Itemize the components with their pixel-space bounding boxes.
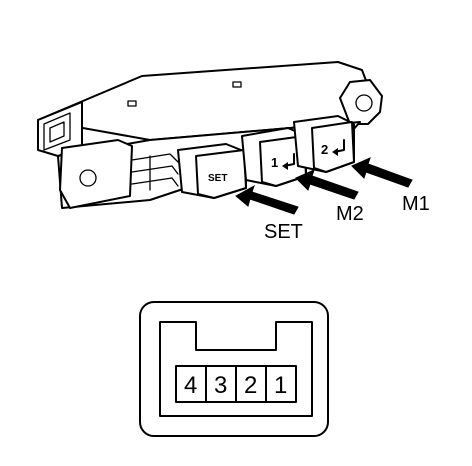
pin-label-2: 2 [244, 372, 257, 399]
connector-pin-row: 4 3 2 1 [175, 365, 297, 403]
return-arrow-icon-head [282, 162, 288, 170]
callout-m2: M2 [336, 203, 364, 225]
connector-face: 4 3 2 1 [139, 301, 329, 437]
set-button: SET [177, 143, 247, 199]
callout-m1: M1 [402, 193, 430, 215]
left-mount-hole [79, 169, 97, 187]
pin-label-1: 1 [274, 372, 287, 399]
rib [131, 177, 179, 187]
pointer-arrow-set [235, 184, 299, 215]
rib-group [131, 153, 179, 191]
pointer-arrow-m2 [295, 169, 359, 200]
memory-1-button: 1 [241, 127, 307, 187]
pin-label-3: 3 [214, 372, 227, 399]
left-end-detail [49, 121, 65, 143]
memory-switch-assembly: SET 1 2 SET M2 M1 [37, 61, 430, 243]
top-slot [127, 100, 137, 107]
return-arrow-icon-head [332, 148, 338, 156]
arrow-m1-icon [351, 157, 413, 188]
pointer-arrow-m1 [351, 157, 413, 188]
memory-2-button: 2 [293, 115, 355, 173]
set-button-face [195, 149, 247, 199]
connector-inner-outline [159, 321, 313, 417]
memory-2-button-face [311, 121, 355, 173]
flange-edge [59, 147, 63, 191]
connector-outer-housing [139, 301, 329, 437]
memory-1-button-label: 1 [271, 155, 278, 170]
right-mount-hole [355, 94, 373, 112]
set-button-label: SET [208, 173, 227, 184]
pin-label-4: 4 [184, 372, 197, 399]
rib [131, 165, 179, 175]
rib [131, 153, 179, 163]
top-slot [232, 81, 242, 88]
left-end-detail [43, 112, 71, 151]
arrow-set-icon [235, 184, 299, 215]
callout-set: SET [264, 221, 303, 243]
memory-2-button-label: 2 [321, 142, 328, 157]
left-mount-flange [59, 139, 133, 209]
arrow-m2-icon [295, 169, 359, 200]
